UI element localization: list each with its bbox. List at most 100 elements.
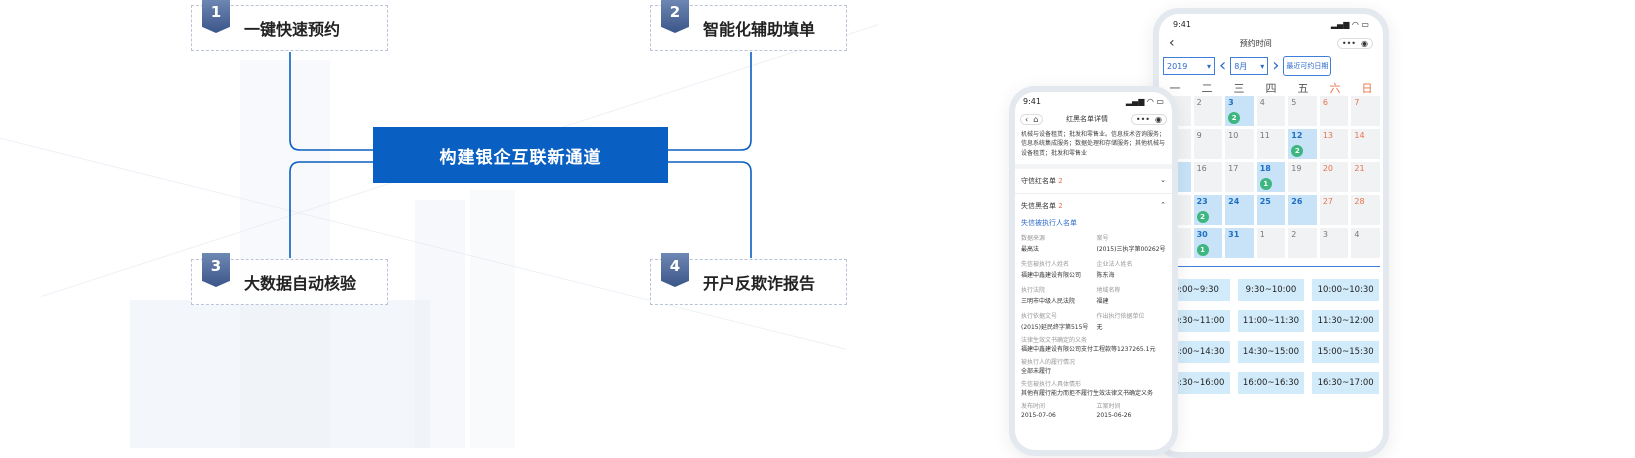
day-number: 16 [1196, 164, 1207, 173]
red-list-label: 守信红名单 [1021, 176, 1056, 185]
center-title: 构建银企互联新通道 [439, 147, 602, 168]
number-badge: 1 [202, 0, 230, 33]
slot-count-badge: 2 [1291, 145, 1304, 157]
calendar-day[interactable]: 1 [1256, 228, 1286, 258]
field-key: 案号 [1096, 234, 1109, 242]
field-key: 地域名称 [1096, 286, 1121, 294]
page-title: 预约时间 [1239, 38, 1272, 48]
calendar-day[interactable]: 17 [1225, 162, 1254, 192]
weekday-label: 一 [1169, 82, 1181, 95]
connector-lines [289, 52, 752, 258]
feature-label: 开户反欺诈报告 [703, 274, 816, 293]
recent-date-button[interactable]: 最近可约日期 [1283, 56, 1332, 76]
time-slot[interactable]: 15:30~16:00 [1163, 372, 1230, 394]
day-number: 7 [1354, 98, 1360, 107]
calendar-day[interactable]: 19 [1288, 162, 1317, 192]
day-number: 25 [1259, 197, 1271, 206]
red-list-count: 2 [1058, 176, 1063, 185]
field-value: (2015)延民终字第515号 [1021, 323, 1089, 331]
calendar-day[interactable]: 20 [1319, 162, 1349, 192]
calendar-grid: 1232456789101112213141511617181192021222… [1159, 96, 1383, 258]
home-icon[interactable]: ⌂ [1033, 114, 1039, 124]
calendar-day[interactable]: 14 [1351, 129, 1380, 159]
time-slot[interactable]: 11:00~11:30 [1237, 310, 1305, 332]
field-value: 全部未履行 [1021, 367, 1052, 375]
calendar-day[interactable]: 9 [1193, 129, 1223, 159]
calendar-day[interactable]: 10 [1225, 129, 1254, 159]
field-key: 企业法人姓名 [1096, 260, 1133, 268]
field-key: 失信被执行人姓名 [1021, 260, 1070, 268]
field-value: 陈东海 [1096, 271, 1115, 279]
time-slot[interactable]: 9:30~10:00 [1237, 279, 1305, 301]
time-slot[interactable]: 11:30~12:00 [1312, 310, 1379, 332]
field-key: 数据来源 [1021, 234, 1046, 242]
collapse-icon: ⌃ [1160, 200, 1166, 209]
calendar-day[interactable]: 7 [1351, 96, 1380, 126]
time-slot[interactable]: 10:30~11:00 [1163, 310, 1230, 332]
calendar-day[interactable]: 6 [1319, 96, 1349, 126]
field-value: 福建 [1096, 297, 1109, 305]
calendar-day[interactable]: 26 [1288, 195, 1317, 225]
signal-wifi-battery-icon: ▂▄▆ ◠ ▭ [1330, 19, 1369, 29]
month-select[interactable]: 8月 ▾ [1230, 57, 1269, 75]
day-number: 14 [1354, 131, 1365, 140]
calendar-day[interactable]: 5 [1288, 96, 1317, 126]
calendar-day[interactable]: 31 [1225, 228, 1254, 258]
day-number: 4 [1259, 98, 1265, 107]
day-number: 27 [1322, 197, 1334, 206]
back-icon[interactable]: ‹ [1025, 114, 1029, 124]
field-key: 执行法院 [1021, 286, 1046, 294]
feature-card-4: 4 开户反欺诈报告 [650, 253, 847, 305]
subsection-title: 失信被执行人名单 [1021, 218, 1077, 227]
calendar-day[interactable]: 27 [1319, 195, 1349, 225]
black-list-section[interactable]: 失信黑名单 2 ⌃ [1015, 194, 1172, 218]
time-slot[interactable]: 14:30~15:00 [1237, 341, 1305, 363]
calendar-day[interactable]: 4 [1256, 96, 1286, 126]
time-slot[interactable]: 16:30~17:00 [1312, 372, 1379, 394]
calendar-day[interactable]: 2 [1288, 228, 1317, 258]
year-select[interactable]: 2019 ▾ [1163, 57, 1215, 75]
calendar-day[interactable]: 25 [1256, 195, 1286, 225]
prev-month-icon[interactable]: ‹ [1219, 55, 1227, 76]
calendar-day[interactable]: 11 [1256, 129, 1286, 159]
status-time: 9:41 [1023, 96, 1041, 106]
close-target-icon[interactable]: ◉ [1361, 38, 1368, 48]
expand-icon: ⌄ [1160, 175, 1166, 184]
month-value: 8月 [1234, 61, 1248, 71]
day-number: 6 [1322, 98, 1328, 107]
feature-label: 一键快速预约 [244, 20, 341, 39]
time-slot[interactable]: 16:00~16:30 [1237, 372, 1305, 394]
calendar-day[interactable]: 4 [1351, 228, 1380, 258]
calendar-day[interactable]: 13 [1319, 129, 1349, 159]
field-value: 三明市中级人民法院 [1021, 297, 1076, 305]
day-number: 4 [1354, 230, 1360, 239]
time-slot[interactable]: 10:00~10:30 [1312, 279, 1379, 301]
field-key: 作出执行依据单位 [1096, 312, 1145, 320]
more-icon[interactable]: ••• [1135, 114, 1150, 124]
day-number: 2 [1291, 230, 1297, 239]
field-key: 发布时间 [1021, 402, 1046, 410]
time-slot[interactable]: 14:00~14:30 [1163, 341, 1230, 363]
calendar-day[interactable]: 3 [1319, 228, 1349, 258]
calendar-day[interactable]: 21 [1351, 162, 1380, 192]
calendar-day[interactable]: 16 [1193, 162, 1223, 192]
time-slot[interactable]: 9:00~9:30 [1163, 279, 1230, 301]
back-icon[interactable]: ‹ [1169, 35, 1175, 51]
red-list-section[interactable]: 守信红名单 2 ⌄ [1015, 169, 1172, 194]
calendar-day[interactable]: 28 [1351, 195, 1380, 225]
number-badge: 3 [202, 253, 230, 287]
slot-count-badge: 2 [1196, 211, 1209, 223]
field-value: 福建中鑫建设有限公司支付工程款等1237265.1元 [1021, 345, 1156, 353]
calendar-day[interactable]: 24 [1225, 195, 1254, 225]
calendar-day[interactable]: 2 [1193, 96, 1223, 126]
close-target-icon[interactable]: ◉ [1155, 114, 1162, 124]
next-month-icon[interactable]: › [1272, 55, 1280, 76]
time-slot[interactable]: 15:00~15:30 [1312, 341, 1379, 363]
more-icon[interactable]: ••• [1341, 38, 1357, 48]
capsule-menu: ••• ◉ [1130, 113, 1167, 125]
